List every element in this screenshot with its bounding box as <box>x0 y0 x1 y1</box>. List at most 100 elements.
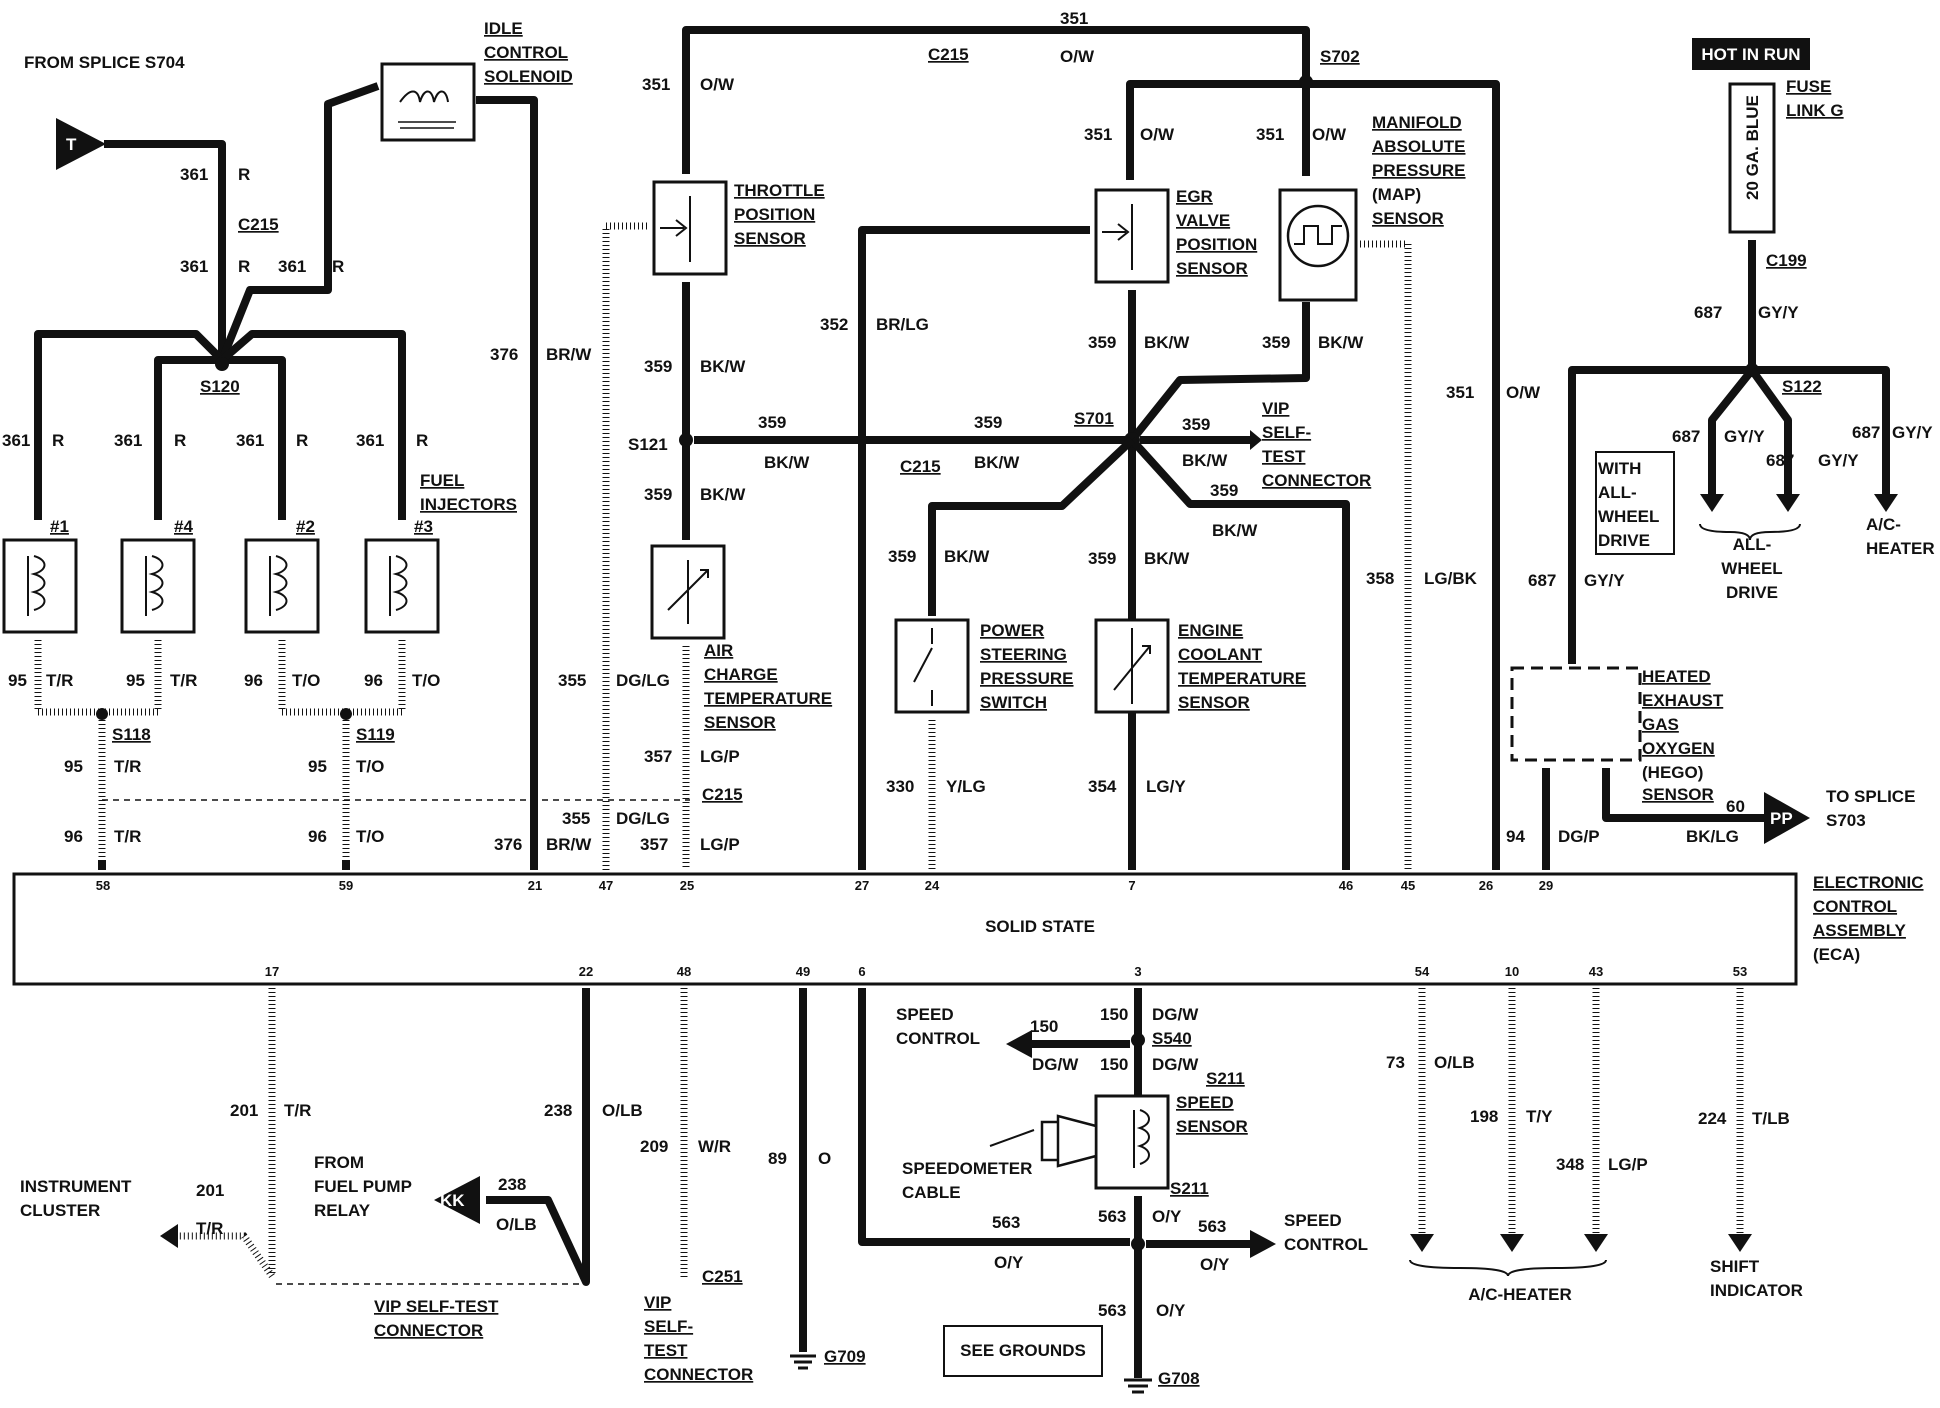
w95-label-d: 95 <box>308 757 327 776</box>
map-label-4: (MAP) <box>1372 185 1421 204</box>
speed-control-2-arrow-icon <box>1250 1230 1276 1258</box>
speedometer-cable-pointer <box>989 1129 1035 1147</box>
to-splice-label-2: S703 <box>1826 811 1866 830</box>
ect-label-4: SENSOR <box>1178 693 1250 712</box>
w209-label: 209 <box>640 1137 668 1156</box>
hego-sensor <box>1510 666 1642 762</box>
hot-in-run-badge <box>1692 38 1810 70</box>
olb-label-c: O/LB <box>1434 1053 1475 1072</box>
fuse-link-g <box>1728 82 1776 234</box>
pp-terminal-icon <box>1764 792 1810 844</box>
with-awd-box <box>1595 451 1675 555</box>
vip-bottom-label-1: VIP SELF-TEST <box>374 1297 499 1316</box>
wire-361-label-d: 361 <box>2 431 30 450</box>
w687-label-a: 687 <box>1694 303 1722 322</box>
hego-label-3: GAS <box>1642 715 1679 734</box>
w351-label-c: 351 <box>1256 125 1284 144</box>
wire-361-label-g: 361 <box>356 431 384 450</box>
wire-361-label-b: 361 <box>180 257 208 276</box>
shift-indicator-arrow-icon <box>1728 1234 1752 1252</box>
s702-splice-dot <box>1299 75 1313 89</box>
speedometer-cable-label-2: CABLE <box>902 1183 961 1202</box>
c199-label: C199 <box>1766 251 1807 270</box>
fuel-injectors-label-1: FUEL <box>420 471 464 490</box>
w687-label-b: 687 <box>1672 427 1700 446</box>
egr-potentiometer-icon <box>1102 204 1133 270</box>
w89-label: 89 <box>768 1149 787 1168</box>
bkw-label-i: BK/W <box>944 547 990 566</box>
ac-heater-top-label-1: A/C- <box>1866 515 1901 534</box>
awd-label-2: WHEEL <box>1721 559 1782 578</box>
gyy-label-e: GY/Y <box>1584 571 1625 590</box>
ect-label-2: COOLANT <box>1178 645 1263 664</box>
tr-label-e: T/R <box>114 827 141 846</box>
c729-label-1: S211 <box>1206 1069 1245 1088</box>
s702-label: S702 <box>1320 47 1360 66</box>
eca-label-line3: ASSEMBLY <box>1813 921 1907 940</box>
w96-label-d: 96 <box>308 827 327 846</box>
w95-label-c: 95 <box>64 757 83 776</box>
awd-arrow-b-icon <box>1776 494 1800 512</box>
eca-pin-22: 22 <box>579 964 593 979</box>
w201-label-a: 201 <box>230 1101 258 1120</box>
wire-687-awd-b <box>1748 367 1792 496</box>
wire-r-label-f: R <box>296 431 308 450</box>
oy-label-c: O/Y <box>1200 1255 1230 1274</box>
instrument-cluster-arrow-icon <box>160 1224 178 1248</box>
eca-pin-29: 29 <box>1539 878 1553 893</box>
instrument-cluster-label-1: INSTRUMENT <box>20 1177 132 1196</box>
tr-label-b: T/R <box>170 671 197 690</box>
w376-label-a: 376 <box>490 345 518 364</box>
w330-label: 330 <box>886 777 914 796</box>
to-splice-label-1: TO SPLICE <box>1826 787 1915 806</box>
w238-label-a: 238 <box>544 1101 572 1120</box>
bkw-label-f: BK/W <box>1318 333 1364 352</box>
hot-in-run-label: HOT IN RUN <box>1701 45 1800 64</box>
c251-label: C251 <box>702 1267 743 1286</box>
wire-r-label-a: R <box>238 165 250 184</box>
vip-top-label-1: VIP <box>1262 399 1289 418</box>
awd-label-3: DRIVE <box>1726 583 1778 602</box>
dglg-label-b: DG/LG <box>616 809 670 828</box>
ow-label-a: O/W <box>700 75 735 94</box>
wire-r-label-c: R <box>332 257 344 276</box>
wire-361-label-a: 361 <box>180 165 208 184</box>
vip-top-label-4: CONNECTOR <box>1262 471 1371 490</box>
wire-351-right <box>1126 80 1500 870</box>
idle-solenoid-label-2: CONTROL <box>484 43 568 62</box>
tps-potentiometer-icon <box>660 196 691 262</box>
s120-label: S120 <box>200 377 240 396</box>
wire-r-label-d: R <box>52 431 64 450</box>
s540-splice-dot <box>1131 1033 1145 1047</box>
to-label-b: T/O <box>412 671 440 690</box>
o-label: O <box>818 1149 831 1168</box>
dgw-label-a: DG/W <box>1152 1005 1199 1024</box>
eca-bottom-stubs <box>858 988 1142 1000</box>
w351-label-a: 351 <box>642 75 670 94</box>
speed-control-1-label-1: SPEED <box>896 1005 954 1024</box>
wire-r-label-b: R <box>238 257 250 276</box>
s211-splice-dot <box>1131 1237 1145 1251</box>
w359-label-b: 359 <box>758 413 786 432</box>
wire-361-label-f: 361 <box>236 431 264 450</box>
wire-361-label-e: 361 <box>114 431 142 450</box>
ac-heater-arrow-icon <box>1874 494 1898 512</box>
ac-arrow-198-icon <box>1500 1234 1524 1252</box>
eca-label-line2: CONTROL <box>1813 897 1897 916</box>
awd-arrow-a-icon <box>1700 494 1724 512</box>
injector-4 <box>120 538 196 634</box>
tr-label-g: T/R <box>196 1219 223 1238</box>
wire-687-hego <box>1568 366 1752 664</box>
w73-label: 73 <box>1386 1053 1405 1072</box>
eca-pin-47: 47 <box>599 878 613 893</box>
c215-label-2: C215 <box>702 785 743 804</box>
awd-brace <box>1699 523 1801 541</box>
eca-pin-7: 7 <box>1128 878 1135 893</box>
c215-label-1: C215 <box>238 215 279 234</box>
tr-label-c: T/R <box>114 757 141 776</box>
bkw-label-b: BK/W <box>764 453 810 472</box>
ow-label-b: O/W <box>1140 125 1175 144</box>
w359-label-e: 359 <box>1088 333 1116 352</box>
pssw-label-3: PRESSURE <box>980 669 1074 688</box>
